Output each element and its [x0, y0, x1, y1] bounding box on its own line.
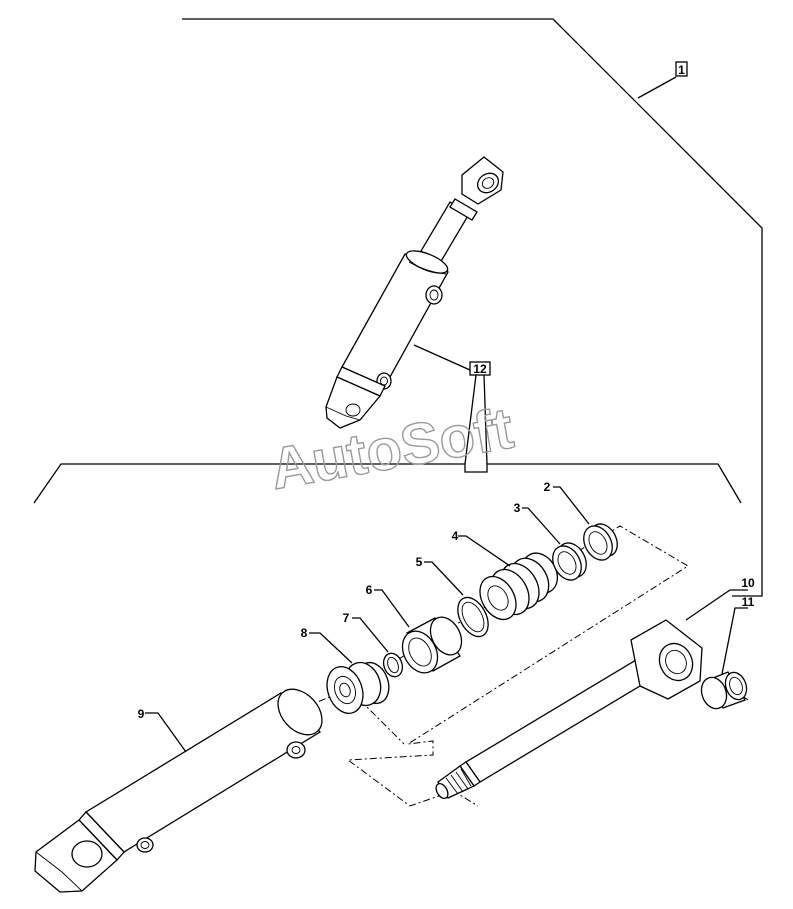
assembly-bracket-1: 1: [182, 18, 763, 597]
part-6-sleeve: 6: [366, 583, 463, 674]
callout-10: 10: [741, 576, 755, 590]
part-7-oring: 7: [343, 611, 404, 678]
part-3-ring: 3: [514, 501, 587, 581]
assembled-cylinder: [325, 156, 504, 429]
callout-12-group: 12: [464, 361, 491, 465]
part-10-rod: 10: [435, 576, 755, 800]
part-4-piston: 4: [452, 529, 559, 621]
callout-12: 12: [473, 362, 487, 376]
part-9-barrel: 9: [34, 688, 323, 893]
kit-bracket: [33, 463, 742, 504]
callout-5: 5: [416, 555, 423, 569]
callout-6: 6: [366, 583, 373, 597]
callout-3: 3: [514, 501, 521, 515]
callout-4: 4: [452, 529, 459, 543]
callout-9: 9: [138, 707, 145, 721]
part-2-wiper: 2: [544, 480, 618, 561]
callout-1: 1: [678, 63, 685, 77]
part-8-gland: 8: [301, 626, 390, 714]
callout-2: 2: [544, 480, 551, 494]
callout-7: 7: [343, 611, 350, 625]
part-11-bushing: 11: [700, 595, 755, 710]
watermark-text: AutoSoft: [265, 396, 517, 503]
callout-11: 11: [742, 595, 755, 609]
callout-8: 8: [301, 626, 308, 640]
part-5-seal: 5: [416, 555, 489, 638]
